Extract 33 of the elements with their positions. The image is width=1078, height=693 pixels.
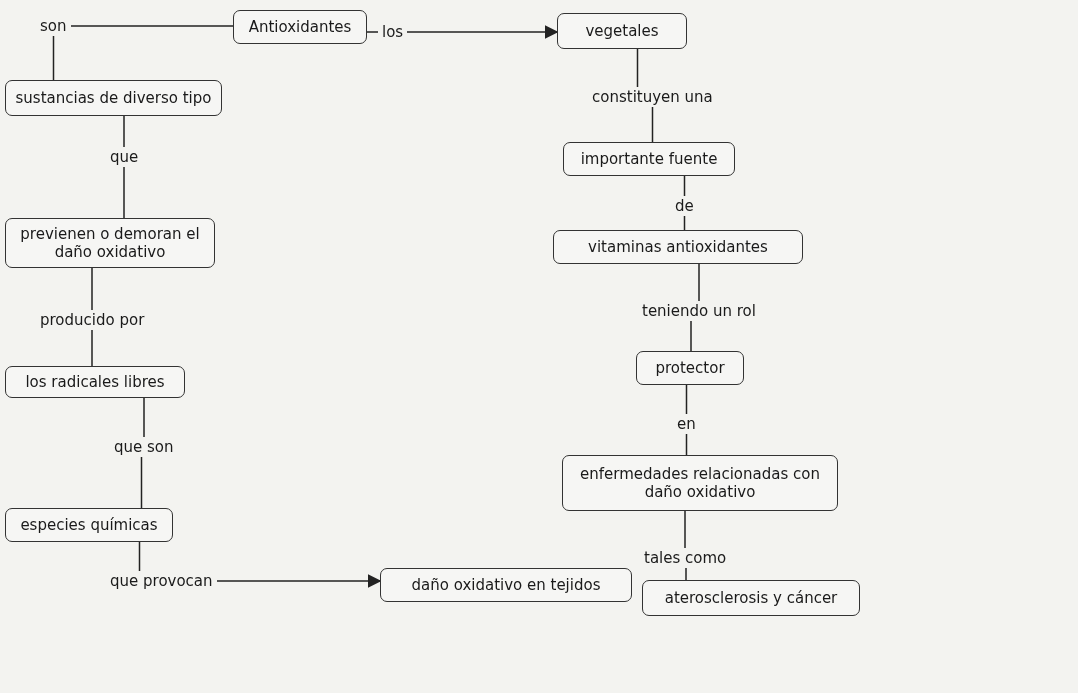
connector-line (91, 267, 93, 311)
connector-line (140, 456, 143, 509)
connector-line (698, 263, 700, 302)
concept-box: vegetales (557, 13, 687, 49)
connector-line (123, 166, 125, 219)
connector-line (684, 510, 686, 549)
connector-line (690, 320, 692, 352)
connector-line (685, 433, 688, 456)
connector-line (52, 35, 55, 81)
connector-line (651, 106, 654, 143)
concept-box: importante fuente (563, 142, 735, 176)
connector-line (70, 25, 234, 27)
concept-box: vitaminas antioxidantes (553, 230, 803, 264)
arrow (406, 25, 559, 39)
concept-box: protector (636, 351, 744, 385)
connector-line (683, 175, 686, 197)
concept-box: Antioxidantes (233, 10, 367, 44)
concept-box: los radicales libres (5, 366, 185, 398)
arrow (216, 574, 382, 588)
connector-line (91, 329, 93, 367)
connector-line (366, 31, 379, 33)
concept-box: sustancias de diverso tipo (5, 80, 222, 116)
concept-box: especies químicas (5, 508, 173, 542)
connector-line (685, 384, 688, 415)
connector-line (685, 567, 687, 581)
connector-line (138, 541, 141, 572)
concept-box: daño oxidativo en tejidos (380, 568, 632, 602)
concept-box: previenen o demoran el daño oxidativo (5, 218, 215, 268)
concept-box: enfermedades relacionadas con daño oxidativo (562, 455, 838, 511)
connector-line (123, 115, 125, 148)
concept-box: aterosclerosis y cáncer (642, 580, 860, 616)
connector-line (636, 48, 639, 88)
connector-line (143, 397, 145, 438)
